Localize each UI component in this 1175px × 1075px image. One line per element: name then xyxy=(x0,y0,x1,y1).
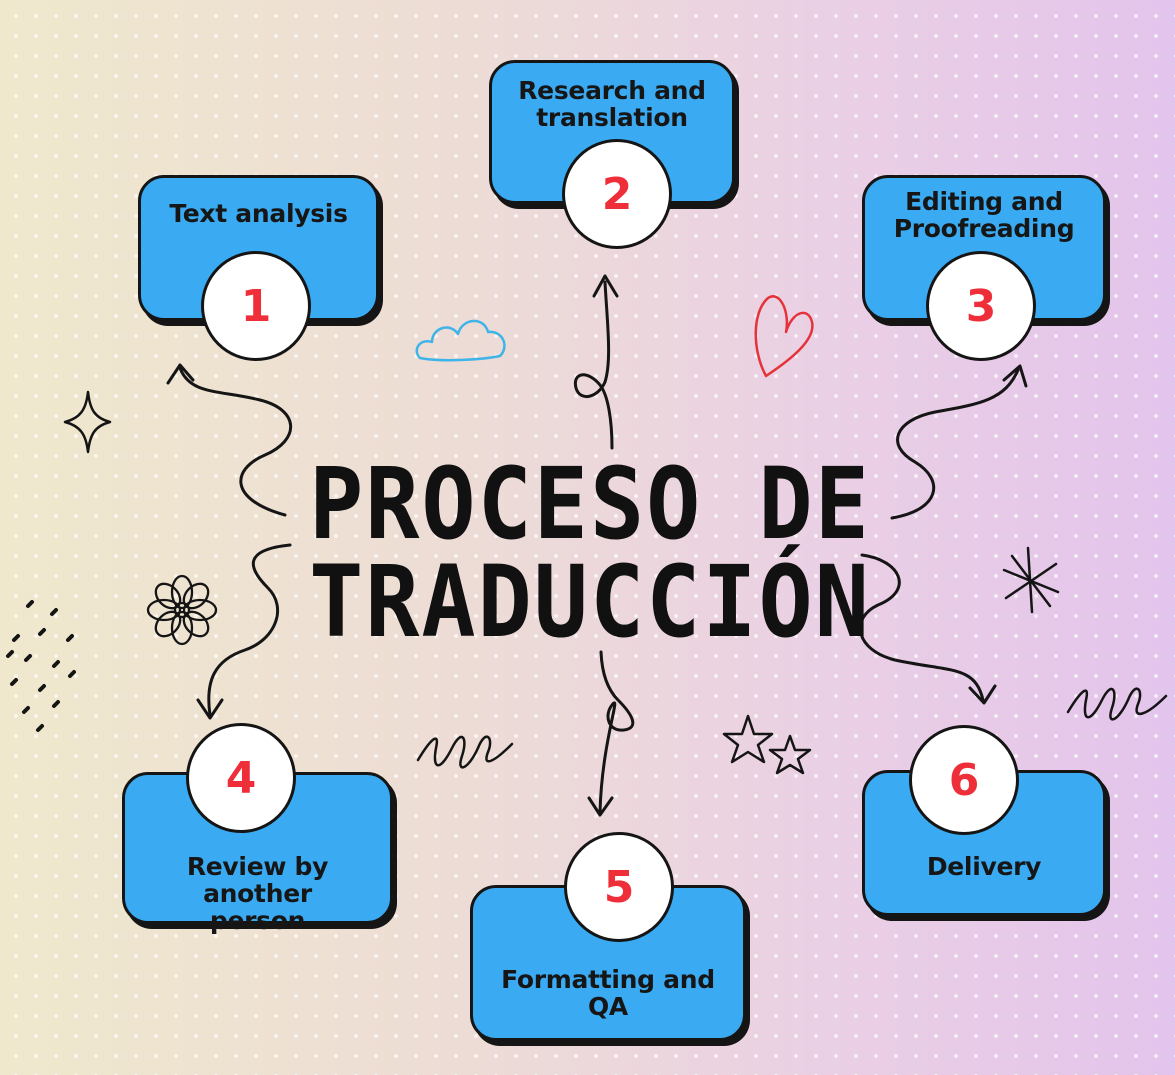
scribble-doodle-right xyxy=(1066,687,1168,721)
diagram-title-line-1: PROCESO DE xyxy=(309,446,871,563)
asterisk-doodle xyxy=(1002,546,1060,614)
cloud-doodle xyxy=(415,319,506,362)
step-label-3: Editing and Proofreading xyxy=(893,187,1075,243)
step-number-5: 5 xyxy=(603,861,635,913)
arrowhead-step-3 xyxy=(1002,364,1028,388)
arrowhead-step-4 xyxy=(196,698,224,720)
step-label-2: Research and translation xyxy=(518,76,706,132)
step-number-3: 3 xyxy=(965,280,997,332)
step-badge-5: 5 xyxy=(564,832,674,942)
scribble-doodle-left xyxy=(416,735,514,769)
heart-doodle xyxy=(754,295,814,378)
step-number-1: 1 xyxy=(240,280,272,332)
arrow-to-step-4 xyxy=(207,543,292,717)
step-label-5: Formatting and QA xyxy=(501,965,715,1021)
arrow-to-step-5 xyxy=(598,650,635,814)
step-number-4: 4 xyxy=(225,752,257,804)
step-number-2: 2 xyxy=(601,168,633,220)
step-label-6: Delivery xyxy=(926,852,1042,881)
star-doodle-2 xyxy=(768,734,812,775)
dots-doodle xyxy=(6,600,76,732)
step-badge-4: 4 xyxy=(186,723,296,833)
arrow-to-step-2 xyxy=(573,280,614,450)
step-badge-3: 3 xyxy=(926,251,1036,361)
step-label-1: Text analysis xyxy=(169,199,348,228)
star-doodle-1 xyxy=(722,714,774,764)
step-number-6: 6 xyxy=(948,754,980,806)
arrowhead-step-1 xyxy=(166,363,195,385)
arrowhead-step-2 xyxy=(592,274,619,298)
step-badge-1: 1 xyxy=(201,251,311,361)
step-badge-2: 2 xyxy=(562,139,672,249)
flower-doodle xyxy=(146,574,218,646)
step-badge-6: 6 xyxy=(909,725,1019,835)
arrowhead-step-5 xyxy=(587,796,614,817)
arrow-to-step-1 xyxy=(178,366,293,517)
arrowhead-step-6 xyxy=(968,684,997,705)
sparkle-doodle xyxy=(63,390,112,454)
arrow-to-step-3 xyxy=(890,368,1020,520)
diagram-title-line-2: TRADUCCIÓN xyxy=(309,544,871,661)
step-label-4: Review by another person xyxy=(186,852,329,935)
arrow-to-step-6 xyxy=(858,553,985,702)
